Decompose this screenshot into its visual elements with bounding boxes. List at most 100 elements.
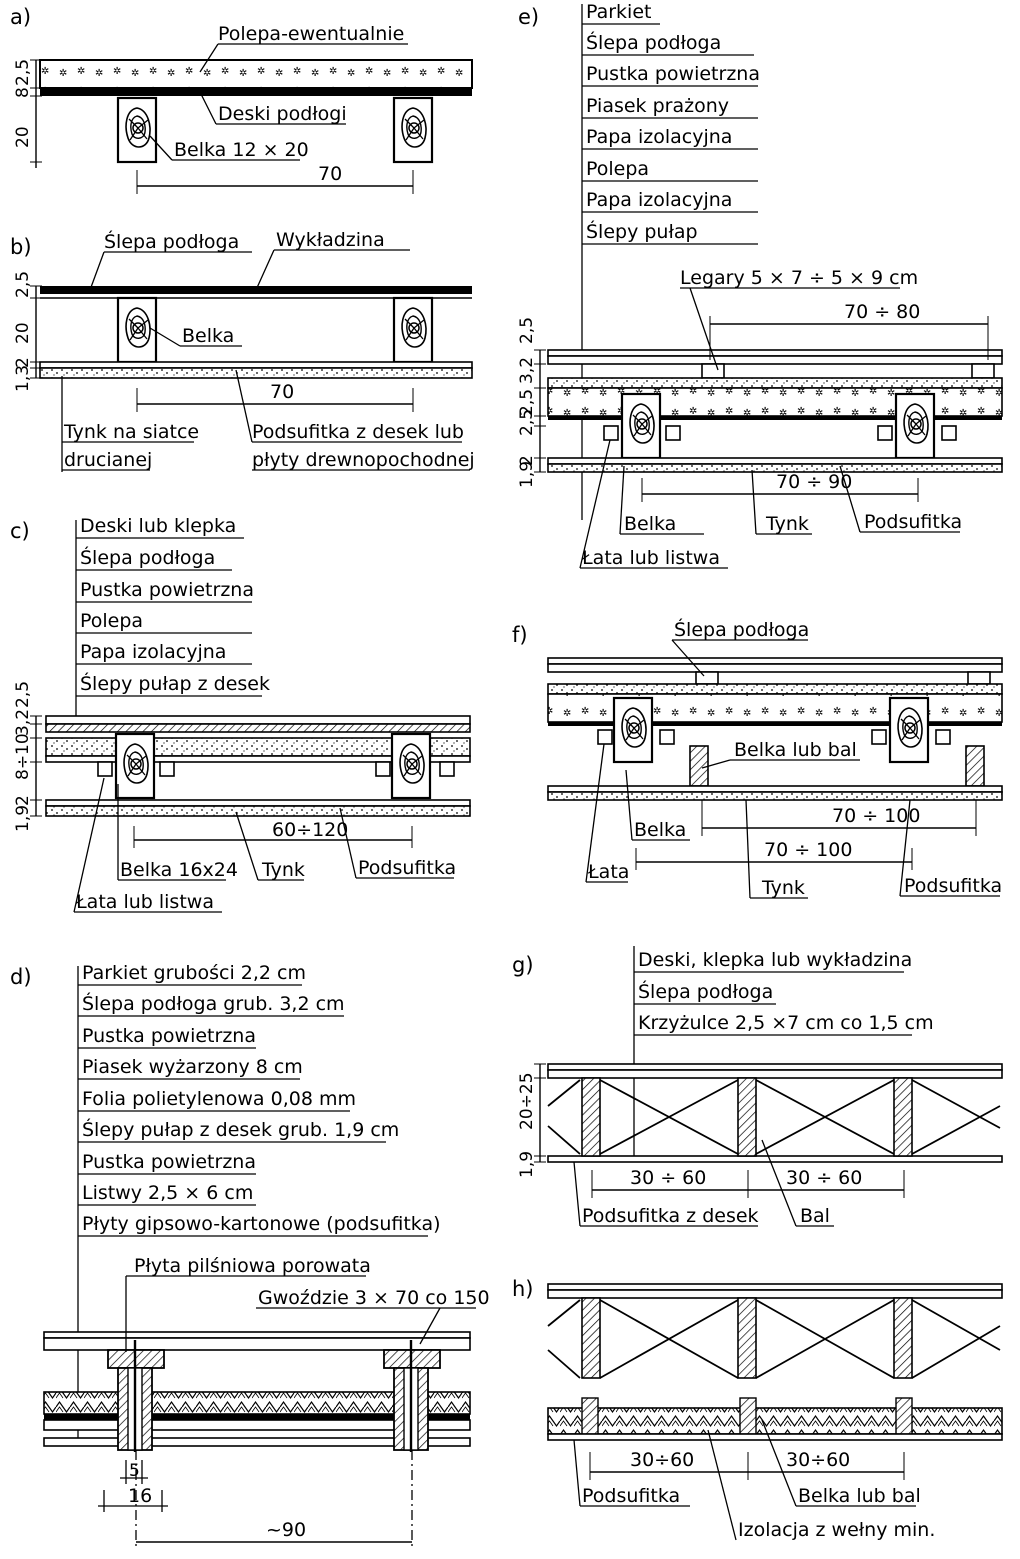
beam-left	[114, 732, 156, 800]
label-slepa-podloga: Ślepa podłoga	[104, 229, 239, 253]
label-podsufitka: Podsufitka	[904, 875, 1002, 897]
panel-d-label: d)	[10, 965, 32, 989]
panel-h: h) 30÷60 30÷60 Podsufitka Belka lub bal …	[512, 1277, 1003, 1541]
beam-right	[888, 696, 930, 764]
dim-a-3: 20	[13, 126, 33, 148]
dim-d-16: 16	[128, 1485, 152, 1507]
dim-h-span-1: 30÷60	[630, 1449, 694, 1471]
layer-e-5: Papa izolacyjna	[586, 126, 732, 148]
panel-g: g) Deski, klepka lub wykładzina Ślepa po…	[512, 946, 1003, 1227]
floor-boards	[40, 88, 472, 96]
plank-joist	[737, 1297, 757, 1379]
panel-b: b) 2,5 20 2 1,3 70 Ślepa podłoga Wykładz…	[10, 229, 475, 472]
label-tynk: Tynk	[261, 859, 305, 881]
beam-left	[620, 392, 662, 460]
dim-c-span: 60÷120	[272, 819, 348, 841]
plank-joist	[581, 1077, 601, 1157]
label-podsufitka-z-desek: Podsufitka z desek lub	[252, 421, 464, 443]
label-tynk-na-siatce: Tynk na siatce	[63, 421, 199, 443]
dim-h-span-2: 30÷60	[786, 1449, 850, 1471]
panel-f-label: f)	[512, 623, 528, 647]
layer-c-2: Ślepa podłoga	[80, 545, 215, 569]
blind-floor	[547, 355, 1003, 365]
layer-c-5: Papa izolacyjna	[80, 641, 226, 663]
layer-d-1: Parkiet grubości 2,2 cm	[82, 962, 306, 984]
dim-e-5: 2	[517, 455, 537, 466]
dim-e-span-top: 70 ÷ 80	[844, 301, 920, 323]
dim-g-1: 1,9	[517, 1151, 537, 1178]
label-belka: Belka	[624, 513, 676, 535]
ceiling-joist	[965, 745, 985, 787]
label-podsufitka: Podsufitka	[582, 1485, 680, 1507]
layer-d-6: Ślepy pułap z desek grub. 1,9 cm	[82, 1117, 399, 1141]
joist-left	[107, 1340, 165, 1452]
layer-d-9: Płyty gipsowo-kartonowe (podsufitka)	[82, 1213, 441, 1235]
label-podsufitka: Podsufitka	[358, 857, 456, 879]
label-tynk: Tynk	[765, 513, 809, 535]
dim-e-2: 3,2	[517, 357, 537, 384]
dim-a-1: 2,5	[13, 59, 33, 86]
plank-joist	[737, 1077, 757, 1157]
label-belka-lub-bal: Belka lub bal	[798, 1485, 921, 1507]
layer-d-2: Ślepa podłoga grub. 3,2 cm	[82, 991, 345, 1015]
layer-e-8: Ślepy pułap	[586, 219, 698, 243]
label-bal: Bal	[800, 1205, 830, 1227]
layer-e-1: Parkiet	[586, 1, 651, 23]
dim-c-4: 2	[13, 795, 33, 806]
beam-right	[392, 296, 434, 364]
sleeper	[701, 363, 725, 379]
layer-legend-c: Deski lub klepka Ślepa podłoga Pustka po…	[76, 515, 270, 697]
dim-b-3: 2	[13, 357, 33, 368]
label-podsufitka: Podsufitka	[864, 511, 962, 533]
label-belka-16x24: Belka 16x24	[120, 859, 238, 881]
dim-c-2: 3,2	[13, 709, 33, 736]
dim-b-1: 2,5	[13, 271, 33, 298]
plank-joist	[893, 1297, 913, 1379]
label-slepa-podloga: Ślepa podłoga	[674, 617, 809, 641]
panel-h-label: h)	[512, 1277, 534, 1301]
layer-e-2: Ślepa podłoga	[586, 30, 721, 54]
layer-d-3: Pustka powietrzna	[82, 1025, 256, 1047]
plaster-layer	[547, 463, 1003, 473]
ceiling-boards	[547, 1433, 1003, 1441]
label-izolacja: Izolacja z wełny min.	[738, 1519, 935, 1541]
beam-right	[894, 392, 936, 460]
layer-c-4: Polepa	[80, 610, 143, 632]
beam-left	[612, 696, 654, 764]
blind-ceiling	[44, 1414, 470, 1420]
clay-fill-layer	[39, 59, 473, 89]
dim-e-span-bottom: 70 ÷ 90	[776, 471, 852, 493]
dim-d-span: ~90	[266, 1519, 306, 1541]
layer-e-7: Papa izolacyjna	[586, 189, 732, 211]
layer-e-3: Pustka powietrzna	[586, 63, 760, 85]
panel-d: d) Parkiet grubości 2,2 cm Ślepa podłoga…	[10, 962, 490, 1550]
label-gwozdzie: Gwoździe 3 × 70 co 150	[258, 1287, 490, 1309]
plank-joist	[581, 1297, 601, 1379]
gypsum-board	[43, 1437, 471, 1447]
sand-layer	[547, 683, 1003, 695]
blind-floor	[43, 1337, 471, 1351]
dim-b-span: 70	[270, 381, 294, 403]
dim-e-6: 1,9	[517, 461, 537, 488]
layer-g-3: Krzyżulce 2,5 ×7 cm co 1,5 cm	[638, 1012, 934, 1034]
dim-e-1: 2,5	[517, 317, 537, 344]
plaster-layer	[39, 367, 473, 379]
label-belka-lub-bal: Belka lub bal	[734, 739, 857, 761]
panel-c-label: c)	[10, 519, 30, 543]
parquet-layer	[547, 349, 1003, 357]
dim-a-span: 70	[318, 163, 342, 185]
dim-c-3: 8÷10	[13, 733, 33, 780]
label-lata-lub-listwa: Łata lub listwa	[581, 547, 720, 569]
blind-floor	[547, 663, 1003, 673]
layer-d-7: Pustka powietrzna	[82, 1151, 256, 1173]
dim-c-5: 1,9	[13, 805, 33, 832]
label-deski-podlogi: Deski podłogi	[218, 103, 347, 125]
label-lata-lub-listwa: Łata lub listwa	[75, 891, 214, 913]
dim-c-1: 2,5	[13, 681, 33, 708]
layer-c-1: Deski lub klepka	[80, 515, 236, 537]
sleeper	[967, 671, 991, 685]
blind-floor	[45, 723, 471, 733]
plaster-layer	[45, 805, 471, 817]
ceiling-joist	[689, 745, 709, 787]
